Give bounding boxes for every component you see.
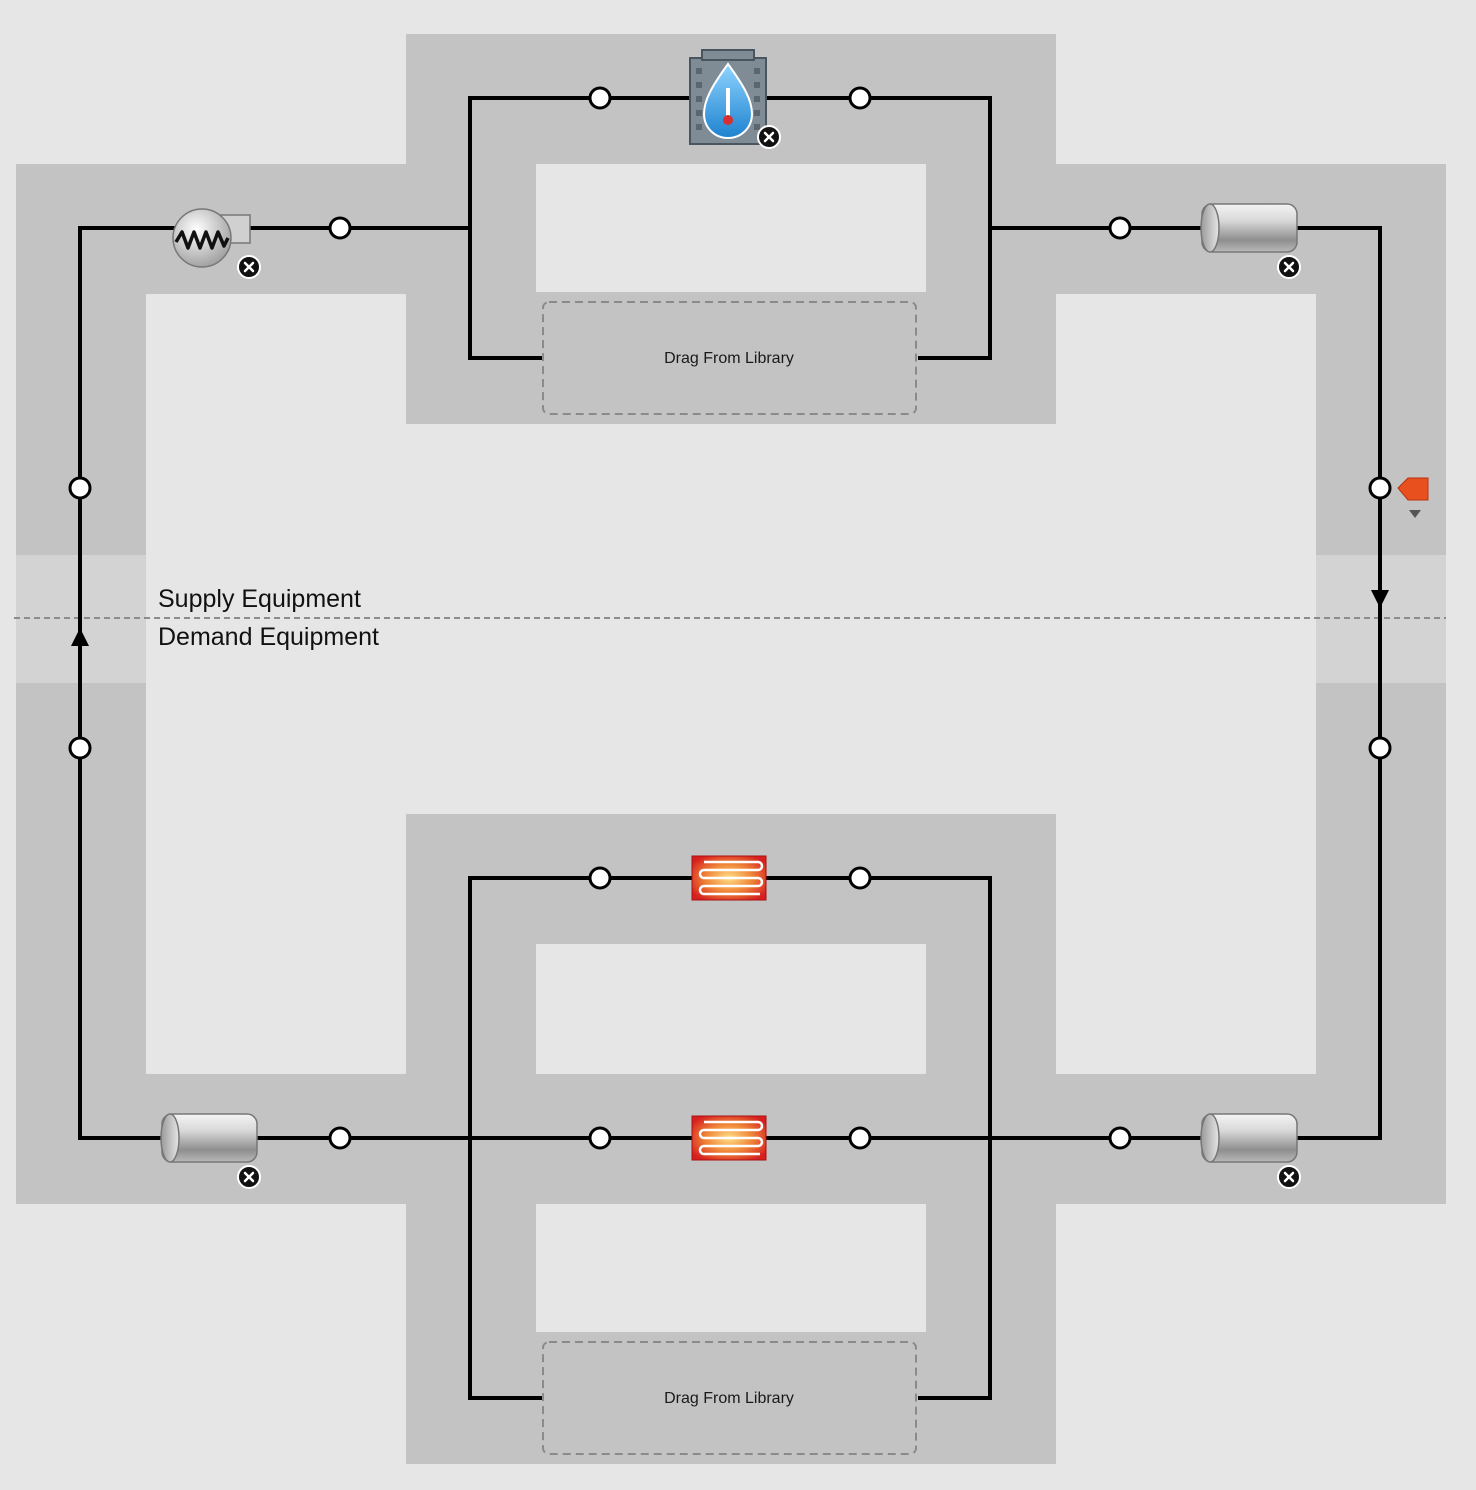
node[interactable] xyxy=(848,866,872,890)
node[interactable] xyxy=(588,866,612,890)
node[interactable] xyxy=(588,1126,612,1150)
supply-equipment-label: Supply Equipment xyxy=(158,585,361,613)
demand-equipment-label: Demand Equipment xyxy=(158,623,379,651)
drop-zone-label: Drag From Library xyxy=(664,1390,794,1407)
drop-zone-supply[interactable]: Drag From Library xyxy=(542,301,917,415)
pipe-icon[interactable] xyxy=(1200,203,1298,253)
pipe-icon[interactable] xyxy=(1200,1113,1298,1163)
pump-icon[interactable] xyxy=(172,208,251,268)
node[interactable] xyxy=(1368,476,1392,500)
node[interactable] xyxy=(328,216,352,240)
node[interactable] xyxy=(588,86,612,110)
setpoint-manager-icon[interactable] xyxy=(1397,477,1429,518)
loop-nodes xyxy=(68,86,1392,1150)
node[interactable] xyxy=(68,736,92,760)
panel-holes xyxy=(536,164,926,1332)
node[interactable] xyxy=(328,1126,352,1150)
node[interactable] xyxy=(848,1126,872,1150)
remove-icon[interactable] xyxy=(237,1165,261,1189)
remove-icon[interactable] xyxy=(757,125,781,149)
node[interactable] xyxy=(1368,736,1392,760)
remove-icon[interactable] xyxy=(237,255,261,279)
pipe-icon[interactable] xyxy=(160,1113,258,1163)
node[interactable] xyxy=(1108,216,1132,240)
boiler-icon[interactable] xyxy=(689,49,767,145)
radiant-heater-icon[interactable] xyxy=(691,1115,767,1161)
flow-arrow-down-icon xyxy=(1371,590,1389,608)
middle-band xyxy=(16,555,1446,683)
node[interactable] xyxy=(848,86,872,110)
drop-zone-label: Drag From Library xyxy=(664,350,794,367)
drop-zone-demand[interactable]: Drag From Library xyxy=(542,1341,917,1455)
radiant-heater-icon[interactable] xyxy=(691,855,767,901)
node[interactable] xyxy=(68,476,92,500)
node[interactable] xyxy=(1108,1126,1132,1150)
remove-component-buttons xyxy=(237,125,1301,1189)
remove-icon[interactable] xyxy=(1277,1165,1301,1189)
flow-arrow-up-icon xyxy=(71,628,89,646)
remove-icon[interactable] xyxy=(1277,255,1301,279)
